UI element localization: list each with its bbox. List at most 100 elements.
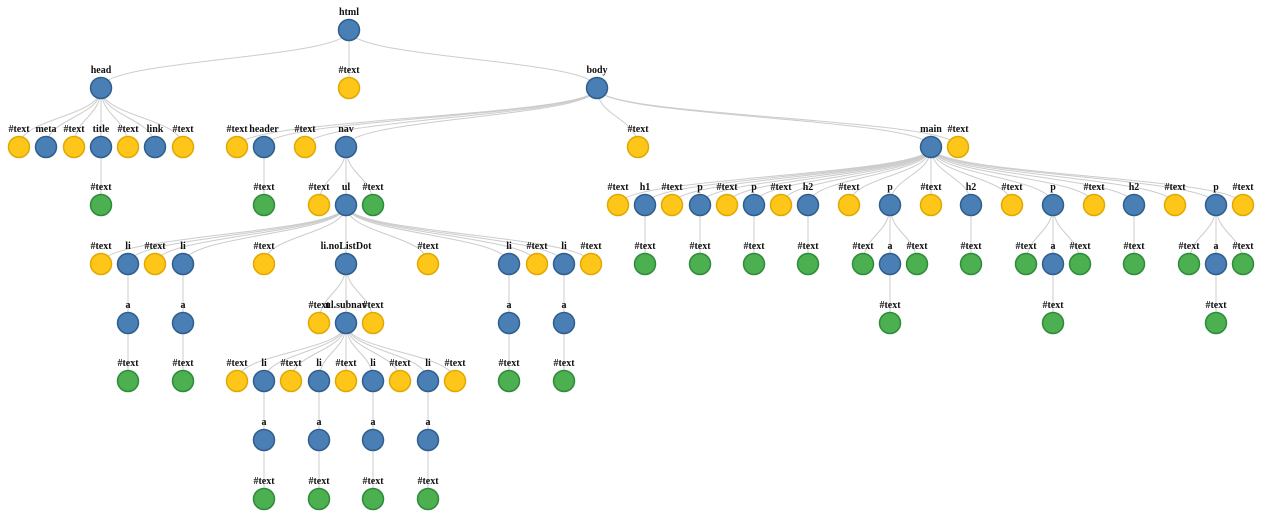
node-text-text[interactable]: #text: [851, 241, 875, 276]
text-node-circle[interactable]: [1177, 252, 1201, 276]
node-text-text[interactable]: #text: [143, 241, 167, 276]
element-node-circle[interactable]: [742, 193, 766, 217]
text-node-circle[interactable]: [688, 252, 712, 276]
node-ul[interactable]: ul: [334, 182, 358, 217]
node-p[interactable]: p: [688, 182, 712, 217]
node-text-text[interactable]: #text: [293, 124, 317, 159]
node-li[interactable]: li: [416, 358, 440, 393]
node-text-text[interactable]: #text: [334, 358, 358, 393]
text-node-circle[interactable]: [307, 193, 331, 217]
text-node-circle[interactable]: [742, 252, 766, 276]
node-h1[interactable]: h1: [633, 182, 657, 217]
element-node-circle[interactable]: [334, 252, 358, 276]
text-node-circle[interactable]: [1163, 193, 1187, 217]
element-node-circle[interactable]: [1122, 193, 1146, 217]
node-text-text[interactable]: #text: [416, 241, 440, 276]
node-text-text[interactable]: #text: [1014, 241, 1038, 276]
node-text-text[interactable]: #text: [416, 476, 440, 511]
text-node-circle[interactable]: [293, 135, 317, 159]
node-nav[interactable]: nav: [334, 124, 358, 159]
text-node-circle[interactable]: [919, 193, 943, 217]
element-node-circle[interactable]: [1204, 252, 1228, 276]
element-node-circle[interactable]: [959, 193, 983, 217]
node-text-text[interactable]: #text: [252, 241, 276, 276]
element-node-circle[interactable]: [252, 428, 276, 452]
node-p[interactable]: p: [1204, 182, 1228, 217]
node-text-text[interactable]: #text: [878, 300, 902, 335]
node-text-text[interactable]: #text: [1231, 182, 1255, 217]
node-h2[interactable]: h2: [959, 182, 983, 217]
node-li[interactable]: li: [552, 241, 576, 276]
node-text-text[interactable]: #text: [1231, 241, 1255, 276]
element-node-circle[interactable]: [1041, 252, 1065, 276]
node-text-text[interactable]: #text: [361, 476, 385, 511]
node-text-text[interactable]: #text: [688, 241, 712, 276]
node-link[interactable]: link: [143, 124, 167, 159]
text-node-circle[interactable]: [252, 193, 276, 217]
node-text-text[interactable]: #text: [1122, 241, 1146, 276]
text-node-circle[interactable]: [361, 487, 385, 511]
node-text-text[interactable]: #text: [89, 182, 113, 217]
node-text-text[interactable]: #text: [837, 182, 861, 217]
element-node-circle[interactable]: [361, 428, 385, 452]
node-text-text[interactable]: #text: [361, 182, 385, 217]
element-node-circle[interactable]: [116, 311, 140, 335]
element-node-circle[interactable]: [334, 311, 358, 335]
node-text-text[interactable]: #text: [919, 182, 943, 217]
text-node-circle[interactable]: [89, 252, 113, 276]
node-li[interactable]: li: [361, 358, 385, 393]
node-text-text[interactable]: #text: [633, 241, 657, 276]
node-text-text[interactable]: #text: [606, 182, 630, 217]
text-node-circle[interactable]: [7, 135, 31, 159]
node-header[interactable]: header: [249, 124, 279, 159]
text-node-circle[interactable]: [715, 193, 739, 217]
text-node-circle[interactable]: [143, 252, 167, 276]
node-text-text[interactable]: #text: [552, 358, 576, 393]
node-text-text[interactable]: #text: [89, 241, 113, 276]
text-node-circle[interactable]: [606, 193, 630, 217]
text-node-circle[interactable]: [361, 311, 385, 335]
text-node-circle[interactable]: [443, 369, 467, 393]
node-a[interactable]: a: [307, 417, 331, 452]
node-text-text[interactable]: #text: [307, 476, 331, 511]
text-node-circle[interactable]: [116, 369, 140, 393]
text-node-circle[interactable]: [252, 252, 276, 276]
text-node-circle[interactable]: [633, 252, 657, 276]
node-li[interactable]: li: [252, 358, 276, 393]
node-a[interactable]: a: [497, 300, 521, 335]
text-node-circle[interactable]: [416, 487, 440, 511]
node-text-text[interactable]: #text: [626, 124, 650, 159]
node-html[interactable]: html: [337, 7, 361, 42]
element-node-circle[interactable]: [307, 369, 331, 393]
text-node-circle[interactable]: [361, 193, 385, 217]
node-text-text[interactable]: #text: [525, 241, 549, 276]
text-node-circle[interactable]: [252, 487, 276, 511]
text-node-circle[interactable]: [416, 252, 440, 276]
element-node-circle[interactable]: [585, 76, 609, 100]
element-node-circle[interactable]: [171, 311, 195, 335]
element-node-circle[interactable]: [337, 18, 361, 42]
node-text-text[interactable]: #text: [7, 124, 31, 159]
node-main[interactable]: main: [919, 124, 942, 159]
text-node-circle[interactable]: [579, 252, 603, 276]
text-node-circle[interactable]: [1014, 252, 1038, 276]
text-node-circle[interactable]: [279, 369, 303, 393]
element-node-circle[interactable]: [116, 252, 140, 276]
node-text-text[interactable]: #text: [742, 241, 766, 276]
text-node-circle[interactable]: [1068, 252, 1092, 276]
text-node-circle[interactable]: [626, 135, 650, 159]
text-node-circle[interactable]: [878, 311, 902, 335]
node-li[interactable]: li: [171, 241, 195, 276]
node-a[interactable]: a: [361, 417, 385, 452]
element-node-circle[interactable]: [497, 252, 521, 276]
element-node-circle[interactable]: [552, 311, 576, 335]
node-text-text[interactable]: #text: [225, 358, 249, 393]
node-a[interactable]: a: [878, 241, 902, 276]
node-text-text[interactable]: #text: [497, 358, 521, 393]
text-node-circle[interactable]: [946, 135, 970, 159]
node-text-text[interactable]: #text: [769, 182, 793, 217]
node-text-text[interactable]: #text: [116, 124, 140, 159]
node-text-text[interactable]: #text: [252, 476, 276, 511]
node-a[interactable]: a: [171, 300, 195, 335]
text-node-circle[interactable]: [959, 252, 983, 276]
